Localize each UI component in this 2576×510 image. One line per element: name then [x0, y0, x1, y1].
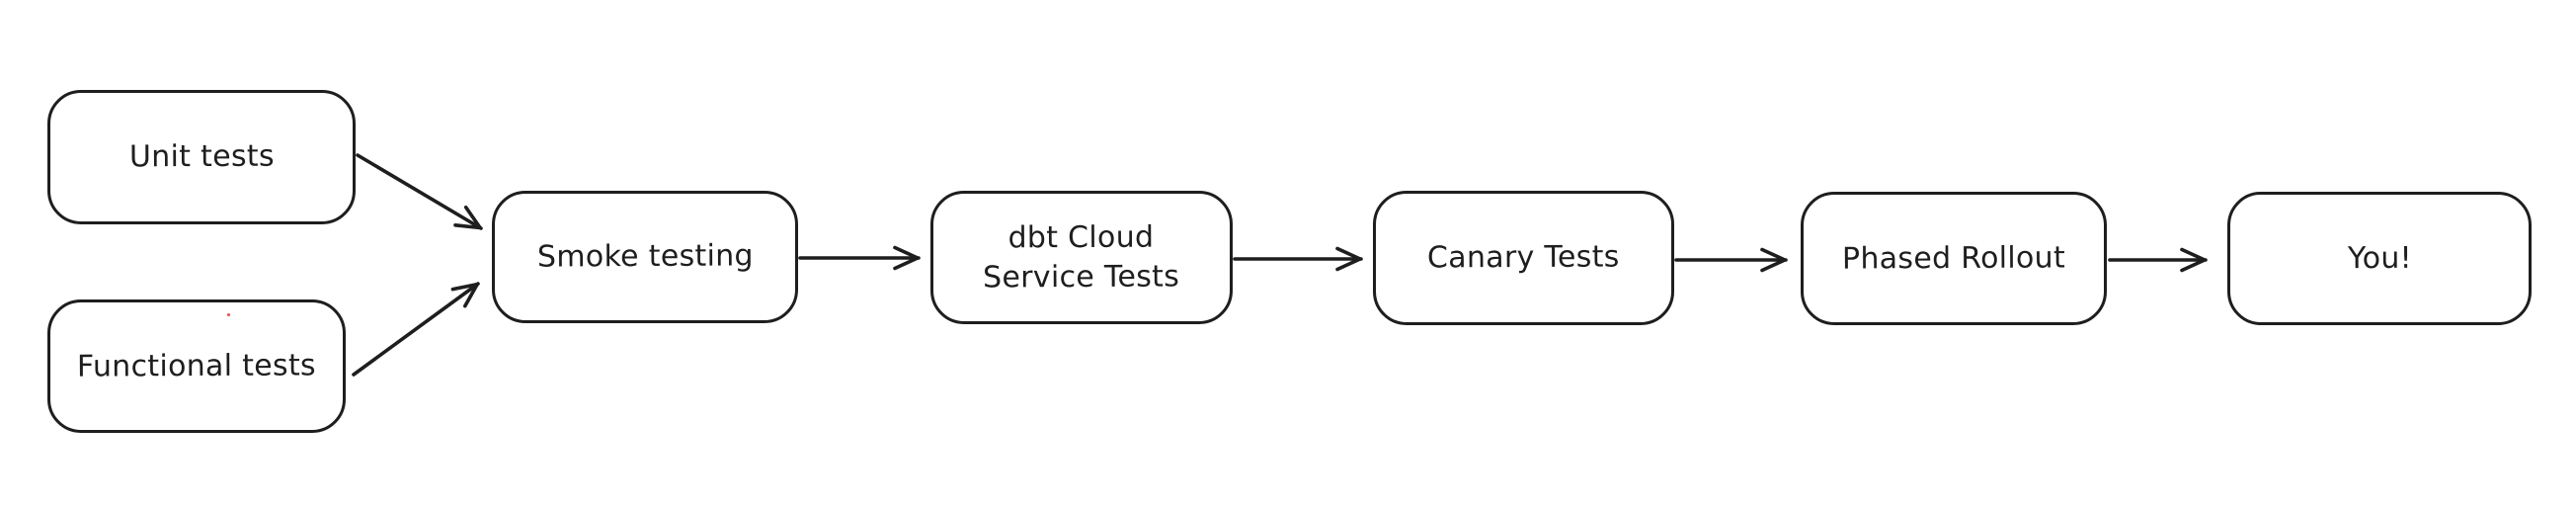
- node-phased-rollout: Phased Rollout: [1801, 192, 2107, 325]
- arrow-unit-tests-to-smoke-testing: [356, 153, 483, 230]
- node-you-label: You!: [2347, 240, 2412, 276]
- node-functional-tests-label: Functional tests: [76, 347, 317, 384]
- node-functional-tests: Functional tests: [47, 299, 346, 433]
- node-canary-tests-label: Canary Tests: [1427, 239, 1620, 276]
- node-smoke-testing: Smoke testing: [492, 191, 798, 323]
- arrow-functional-tests-to-smoke-testing: [352, 282, 480, 377]
- node-unit-tests-label: Unit tests: [128, 138, 275, 175]
- node-you: You!: [2227, 192, 2532, 325]
- node-phased-rollout-label: Phased Rollout: [1841, 239, 2066, 277]
- node-smoke-testing-label: Smoke testing: [536, 238, 754, 275]
- stray-red-dot: [227, 313, 230, 316]
- node-unit-tests: Unit tests: [47, 90, 356, 224]
- node-canary-tests: Canary Tests: [1373, 191, 1674, 325]
- node-dbt-cloud-service-tests-label: dbt Cloud Service Tests: [983, 219, 1180, 296]
- node-dbt-cloud-service-tests: dbt Cloud Service Tests: [930, 191, 1233, 324]
